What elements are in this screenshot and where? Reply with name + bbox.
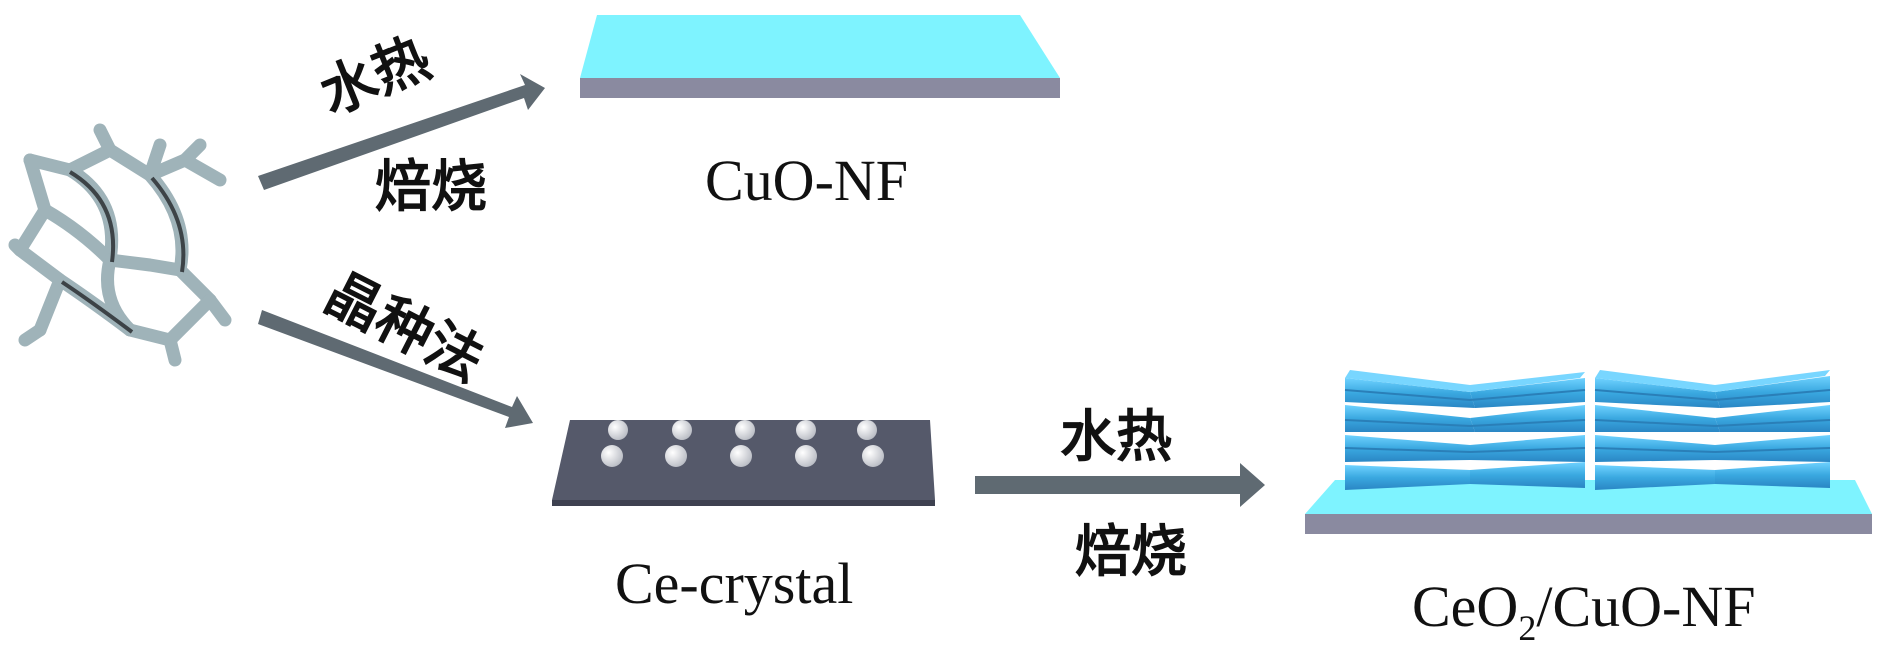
ceo2-nanorod-bundles — [1344, 370, 1831, 490]
bottom-step-hydrothermal-label: 水热 — [1060, 405, 1172, 470]
arrow-to-ce-crystal — [258, 310, 533, 428]
ceo2-cuo-nf-plate — [1305, 480, 1872, 534]
ceo2-main-text: CeO — [1412, 574, 1519, 639]
cuo-nf-label: CuO-NF — [705, 148, 909, 213]
cuo-nf-plate — [580, 15, 1060, 98]
ce-seed-particles — [601, 420, 884, 467]
cuo-nf-suffix: /CuO-NF — [1536, 574, 1756, 639]
ce-crystal-label: Ce-crystal — [615, 551, 854, 616]
ceo2-cuo-nf-label: CeO2/CuO-NF — [1412, 578, 1755, 648]
arrow-to-cuo-nf — [258, 74, 545, 190]
ceo2-subscript: 2 — [1518, 608, 1537, 648]
bottom-step-calcination-label: 焙烧 — [1075, 520, 1187, 585]
arrow-to-ceo2-cuo-nf — [975, 463, 1265, 507]
top-step-calcination-label: 焙烧 — [375, 155, 487, 220]
